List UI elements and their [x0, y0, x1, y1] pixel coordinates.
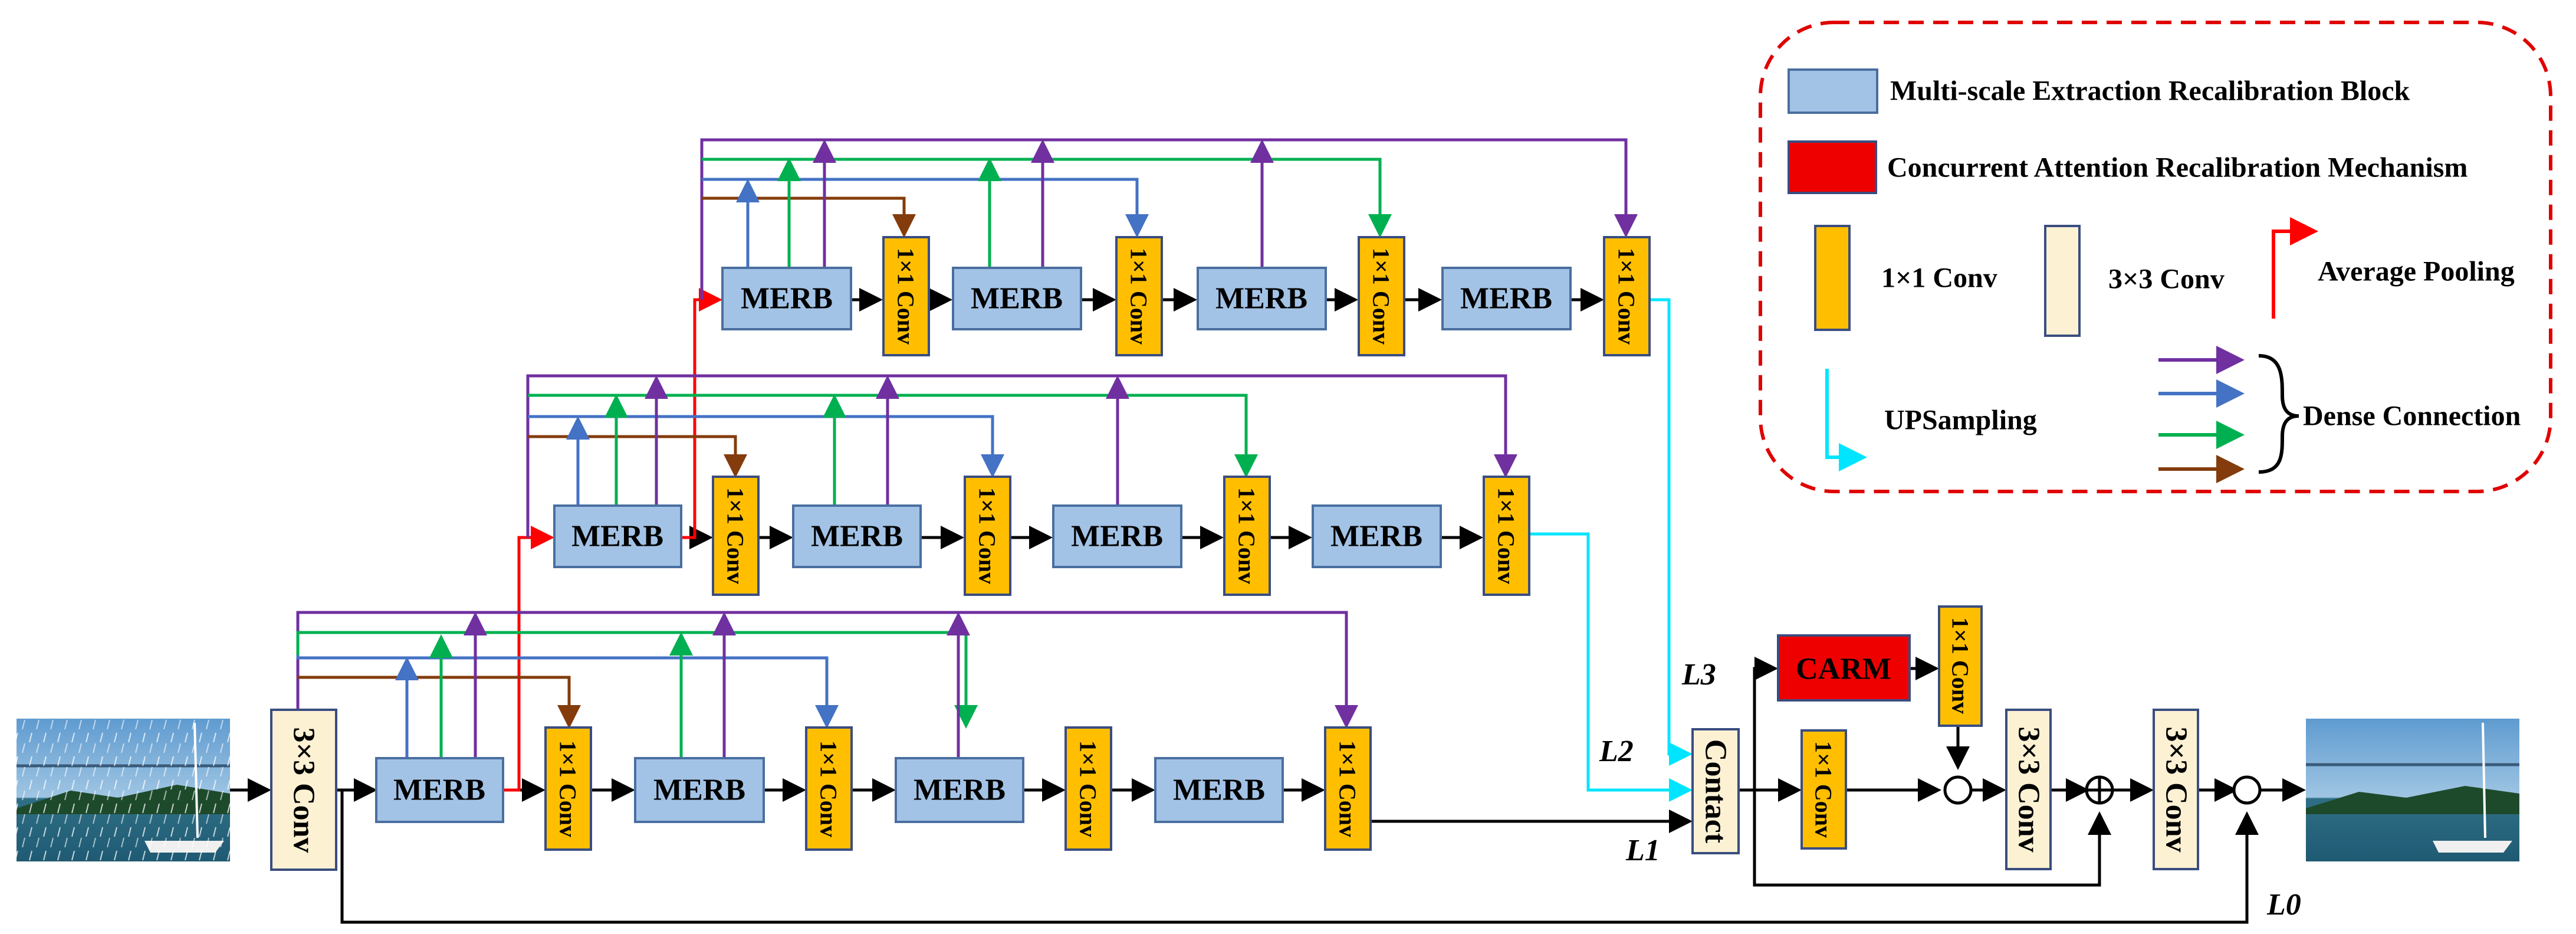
legend-carm: Concurrent Attention Recalibration Mecha…: [1788, 140, 2467, 194]
l3-merb-3: MERB: [1197, 267, 1327, 330]
level-labels: L3 L2 L1 L0: [1599, 658, 2301, 922]
l3-conv1-2: 1×1 Conv: [1115, 236, 1163, 356]
svg-text:MERB: MERB: [741, 282, 833, 316]
legend-merb: Multi-scale Extraction Recalibration Blo…: [1788, 68, 2410, 114]
l3-conv1-4: 1×1 Conv: [1603, 236, 1651, 356]
svg-text:3×3 Conv: 3×3 Conv: [2012, 726, 2046, 852]
svg-text:1×1 Conv: 1×1 Conv: [1811, 741, 1837, 838]
l2-merb-2: MERB: [792, 504, 922, 568]
svg-text:MERB: MERB: [971, 282, 1063, 316]
dense-connections-l3: [700, 138, 1638, 300]
l3-merb-1: MERB: [721, 267, 852, 330]
svg-text:MERB: MERB: [811, 520, 903, 553]
svg-text:MERB: MERB: [1460, 282, 1552, 316]
svg-text:MERB: MERB: [1215, 282, 1307, 316]
svg-text:MERB: MERB: [653, 774, 745, 807]
svg-text:1×1 Conv: 1×1 Conv: [1368, 248, 1395, 345]
label-l1: L1: [1625, 834, 1660, 867]
l3-merb-4: MERB: [1441, 267, 1572, 330]
svg-text:MERB: MERB: [1071, 520, 1163, 553]
l1-merb-3: MERB: [895, 757, 1024, 823]
multiply-operator-1: [1943, 775, 1973, 805]
svg-text:1×1 Conv: 1×1 Conv: [974, 487, 1001, 584]
svg-text:MERB: MERB: [1330, 520, 1422, 553]
tail-3x3-conv-1: 3×3 Conv: [2005, 709, 2052, 870]
svg-text:CARM: CARM: [1796, 653, 1891, 686]
label-l2: L2: [1599, 735, 1634, 768]
l3-merb-2: MERB: [952, 267, 1082, 330]
l1-conv1-4: 1×1 Conv: [1324, 726, 1372, 851]
l2-conv1-2: 1×1 Conv: [964, 476, 1011, 596]
svg-text:MERB: MERB: [914, 774, 1006, 807]
main-flow-arrows: [230, 288, 2306, 924]
l1-merb-4: MERB: [1154, 757, 1284, 823]
svg-text:MERB: MERB: [393, 774, 485, 807]
legend-conv3: 3×3 Conv: [2044, 225, 2225, 337]
output-clean-image: [2306, 719, 2519, 861]
input-3x3-conv: 3×3 Conv: [270, 709, 337, 871]
multiply-operator-2: [2232, 775, 2262, 805]
legend-conv1: 1×1 Conv: [1814, 225, 1997, 331]
legend-dense: Dense Connection: [2158, 346, 2521, 483]
l1-merb-2: MERB: [634, 757, 765, 823]
l1-conv1-1: 1×1 Conv: [544, 726, 592, 851]
svg-text:1×1 Conv: 1×1 Conv: [555, 740, 581, 837]
svg-text:1×1 Conv: 1×1 Conv: [1234, 487, 1260, 584]
l2-conv1-1: 1×1 Conv: [712, 476, 760, 596]
svg-text:3×3 Conv: 3×3 Conv: [2160, 726, 2193, 852]
dense-connections-l1: [296, 611, 1358, 757]
svg-text:1×1 Conv: 1×1 Conv: [1335, 740, 1361, 837]
l1-conv1-2: 1×1 Conv: [805, 726, 853, 851]
l3-conv1-1: 1×1 Conv: [882, 236, 930, 356]
l2-conv1-4: 1×1 Conv: [1483, 476, 1530, 596]
label-l3: L3: [1681, 658, 1716, 692]
legend-avgpool: Average Pooling: [2272, 217, 2515, 319]
svg-text:1×1 Conv: 1×1 Conv: [816, 740, 842, 837]
tail-conv1-top: 1×1 Conv: [1938, 605, 1983, 727]
tail-3x3-conv-2: 3×3 Conv: [2153, 709, 2199, 870]
svg-text:3×3 Conv: 3×3 Conv: [287, 727, 321, 853]
svg-text:1×1 Conv: 1×1 Conv: [1881, 263, 1997, 294]
svg-text:1×1 Conv: 1×1 Conv: [1493, 487, 1520, 584]
svg-text:Average Pooling: Average Pooling: [2318, 256, 2515, 287]
l2-merb-1: MERB: [553, 504, 682, 568]
svg-text:Contact: Contact: [1699, 739, 1733, 844]
svg-text:3×3 Conv: 3×3 Conv: [2108, 264, 2225, 295]
upsampling-arrows: [1529, 298, 1693, 802]
l2-conv1-3: 1×1 Conv: [1223, 476, 1271, 596]
l1-merb-1: MERB: [375, 757, 504, 823]
svg-text:1×1 Conv: 1×1 Conv: [1075, 740, 1102, 837]
svg-text:1×1 Conv: 1×1 Conv: [1947, 617, 1974, 714]
svg-text:1×1 Conv: 1×1 Conv: [1126, 248, 1152, 345]
svg-text:1×1 Conv: 1×1 Conv: [893, 248, 919, 345]
svg-text:Dense Connection: Dense Connection: [2303, 401, 2521, 432]
contact-block: Contact: [1691, 728, 1740, 854]
svg-text:1×1 Conv: 1×1 Conv: [1614, 248, 1640, 345]
tail-conv1-bottom: 1×1 Conv: [1800, 729, 1847, 850]
svg-text:MERB: MERB: [1173, 774, 1265, 807]
dense-connections-l2: [526, 374, 1517, 538]
svg-text:Multi-scale Extraction Recalib: Multi-scale Extraction Recalibration Blo…: [1890, 76, 2410, 107]
svg-text:MERB: MERB: [571, 520, 663, 553]
legend-upsampling: UPSampling: [1825, 369, 2037, 471]
input-rainy-image: [17, 719, 230, 861]
svg-text:Concurrent Attention Recalibra: Concurrent Attention Recalibration Mecha…: [1887, 152, 2467, 183]
l3-conv1-3: 1×1 Conv: [1358, 236, 1405, 356]
l2-merb-3: MERB: [1052, 504, 1182, 568]
add-operator: [2085, 775, 2114, 805]
legend: Multi-scale Extraction Recalibration Blo…: [1759, 21, 2552, 493]
svg-text:UPSampling: UPSampling: [1884, 405, 2037, 436]
label-l0: L0: [2266, 888, 2301, 922]
l2-merb-4: MERB: [1312, 504, 1442, 568]
svg-text:1×1 Conv: 1×1 Conv: [722, 487, 749, 584]
carm-block: CARM: [1777, 634, 1911, 702]
l1-conv1-3: 1×1 Conv: [1064, 726, 1112, 851]
